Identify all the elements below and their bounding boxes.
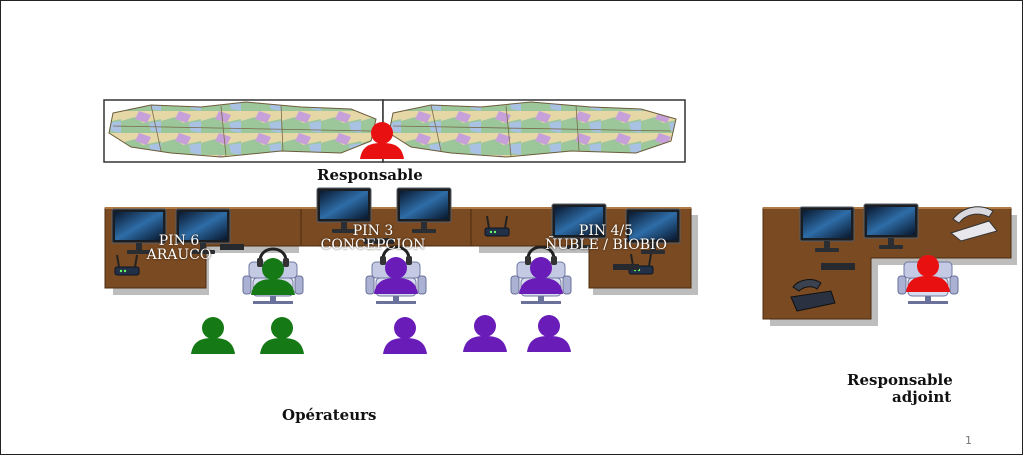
region-map-right <box>382 99 686 163</box>
keyboard-icon <box>220 244 244 250</box>
operator-person-icon <box>527 315 571 352</box>
page-number: 1 <box>965 434 972 447</box>
keyboard-icon <box>821 263 855 270</box>
operator-person-icon <box>463 315 507 352</box>
operator-person-icon <box>260 317 304 354</box>
operator-person-icon <box>191 317 235 354</box>
station-label-pin6: PIN 6 ARAUCO <box>139 234 219 262</box>
deputy-label-line1: Responsable <box>847 371 953 389</box>
station-area: ARAUCO <box>146 247 212 263</box>
station-pin: PIN 6 <box>158 233 200 249</box>
keyboard-icon <box>364 238 394 244</box>
telephone-icon <box>790 279 836 312</box>
deputy-label-line2: adjoint <box>892 388 952 406</box>
keyboard-icon <box>613 264 639 270</box>
station-pin: PIN 3 <box>352 223 394 239</box>
station-label-pin45: PIN 4/5 ÑUBLE / BIOBIO <box>531 224 681 252</box>
operator-person-icon <box>383 317 427 354</box>
station-label-pin3: PIN 3 CONCEPCION <box>303 224 443 252</box>
region-map-left <box>103 99 384 163</box>
station-area: ÑUBLE / BIOBIO <box>544 237 668 253</box>
station-pin: PIN 4/5 <box>578 223 634 239</box>
station-area: CONCEPCION <box>320 237 426 253</box>
responsable-label: Responsable <box>317 166 423 184</box>
operateurs-label: Opérateurs <box>282 406 377 424</box>
telephone-icon <box>949 206 998 242</box>
